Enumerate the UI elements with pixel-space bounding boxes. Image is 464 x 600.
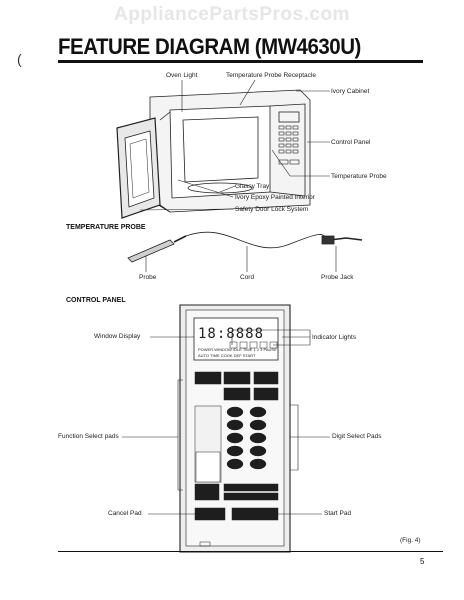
temperature-probe-illustration <box>127 231 363 272</box>
watermark-text: AppliancePartsPros.com <box>114 4 350 25</box>
label-cord: Cord <box>240 274 255 281</box>
display-row-2: AUTO TIME COOK DEF START <box>198 353 256 358</box>
heading-temperature-probe: TEMPERATURE PROBE <box>66 224 146 231</box>
label-interior: Ivory Epoxy Painted Interior <box>235 194 315 201</box>
label-probe-receptacle: Temperature Probe Receptacle <box>226 72 316 79</box>
oven-illustration <box>116 89 311 219</box>
control-panel-illustration <box>179 304 291 553</box>
label-digit-pads: Digit Select Pads <box>332 433 382 440</box>
label-indicator-lights: Indicator Lights <box>312 334 357 341</box>
page-title: FEATURE DIAGRAM (MW4630U) <box>58 34 361 59</box>
figure-reference: (Fig. 4) <box>400 537 421 544</box>
label-probe-jack: Probe Jack <box>321 274 354 281</box>
label-probe: Probe <box>139 274 157 281</box>
heading-control-panel: CONTROL PANEL <box>66 297 126 304</box>
label-glassy-tray: Glassy Tray <box>235 183 270 190</box>
label-start-pad: Start Pad <box>324 510 352 517</box>
label-window-display: Window Display <box>94 333 141 340</box>
label-cancel-pad: Cancel Pad <box>108 510 142 517</box>
footer-rule <box>58 551 443 552</box>
margin-mark: ( <box>17 51 22 67</box>
label-oven-light: Oven Light <box>166 72 198 79</box>
label-ivory-cabinet: Ivory Cabinet <box>331 88 370 95</box>
label-function-pads: Function Select pads <box>58 433 119 440</box>
title-rule <box>58 60 423 63</box>
label-door-lock: Safety Door Lock System <box>235 206 309 213</box>
display-digits: 18:8888 <box>198 326 264 342</box>
label-control-panel: Control Panel <box>331 139 371 146</box>
display-row-1: POWER WINDOW IDLE TIME 1 2 3 PAUSE <box>198 347 277 352</box>
label-temperature-probe: Temperature Probe <box>331 173 387 180</box>
page-number: 5 <box>420 557 425 566</box>
